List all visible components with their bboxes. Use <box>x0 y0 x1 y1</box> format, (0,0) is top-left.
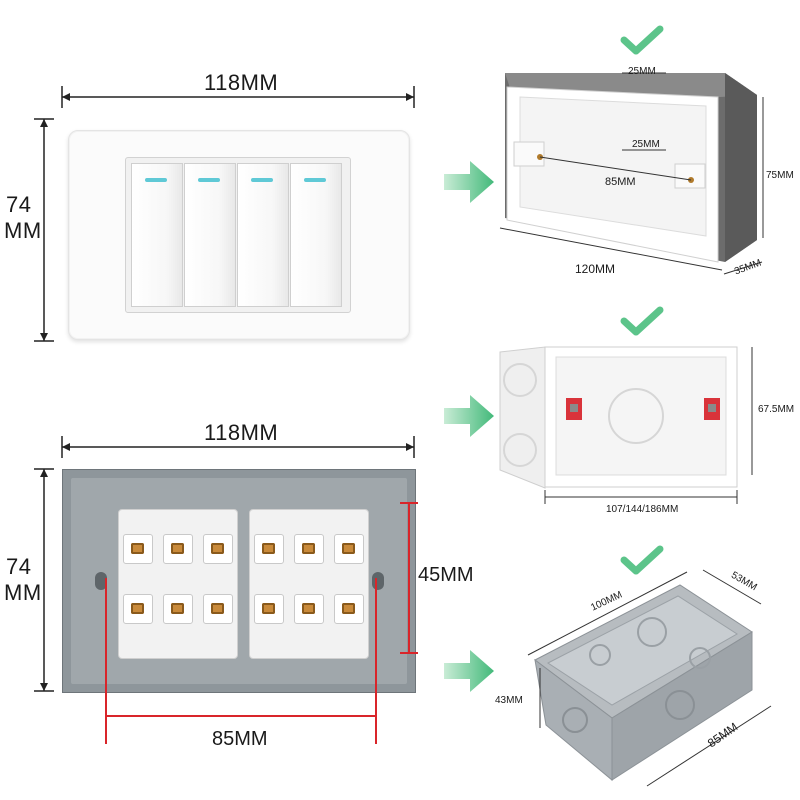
bottom-height-label-unit: MM <box>4 580 42 605</box>
terminal <box>254 534 284 564</box>
check-icon <box>620 545 664 575</box>
top-height-label-unit: MM <box>4 218 42 243</box>
terminal <box>294 594 324 624</box>
mounting-hole-left <box>95 572 107 590</box>
box3-height-label: 43MM <box>495 695 523 706</box>
indicator-led-2 <box>198 178 220 182</box>
vertical-spacing-label: 45MM <box>418 564 474 586</box>
terminal-module-right <box>249 509 369 659</box>
box1-inner-label: 25MM <box>632 139 660 150</box>
terminal <box>163 534 193 564</box>
box1-width-label: 120MM <box>575 262 616 276</box>
box2-height-label: 67.5MM <box>758 404 795 415</box>
indicator-led-3 <box>251 178 273 182</box>
horizontal-spacing-label: 85MM <box>212 728 268 750</box>
terminal <box>163 594 193 624</box>
indicator-led-1 <box>145 178 167 182</box>
rocker-switch-2 <box>184 163 236 307</box>
terminal <box>203 534 233 564</box>
terminal <box>294 534 324 564</box>
terminal <box>334 594 364 624</box>
arrow-right-icon <box>444 650 494 692</box>
top-height-label-number: 74 <box>6 192 32 217</box>
terminal <box>203 594 233 624</box>
check-icon <box>620 306 664 336</box>
box1-height-label: 75MM <box>766 170 794 181</box>
box1-top-label: 25MM <box>628 66 656 77</box>
terminal <box>334 534 364 564</box>
terminal <box>123 534 153 564</box>
box1-hole-spacing-label: 85MM <box>605 176 636 188</box>
box2-width-label: 107/144/186MM <box>606 504 679 515</box>
arrow-right-icon <box>444 395 494 437</box>
arrow-right-icon <box>444 161 494 203</box>
terminal <box>123 594 153 624</box>
top-width-label: 118MM <box>204 70 279 95</box>
rocker-switch-1 <box>131 163 183 307</box>
indicator-led-4 <box>304 178 326 182</box>
bottom-width-label: 118MM <box>204 420 279 445</box>
terminal <box>254 594 284 624</box>
rocker-switch-4 <box>290 163 342 307</box>
terminal-module-left <box>118 509 238 659</box>
rocker-switch-3 <box>237 163 289 307</box>
check-icon <box>620 25 664 55</box>
bottom-height-label-number: 74 <box>6 554 32 579</box>
